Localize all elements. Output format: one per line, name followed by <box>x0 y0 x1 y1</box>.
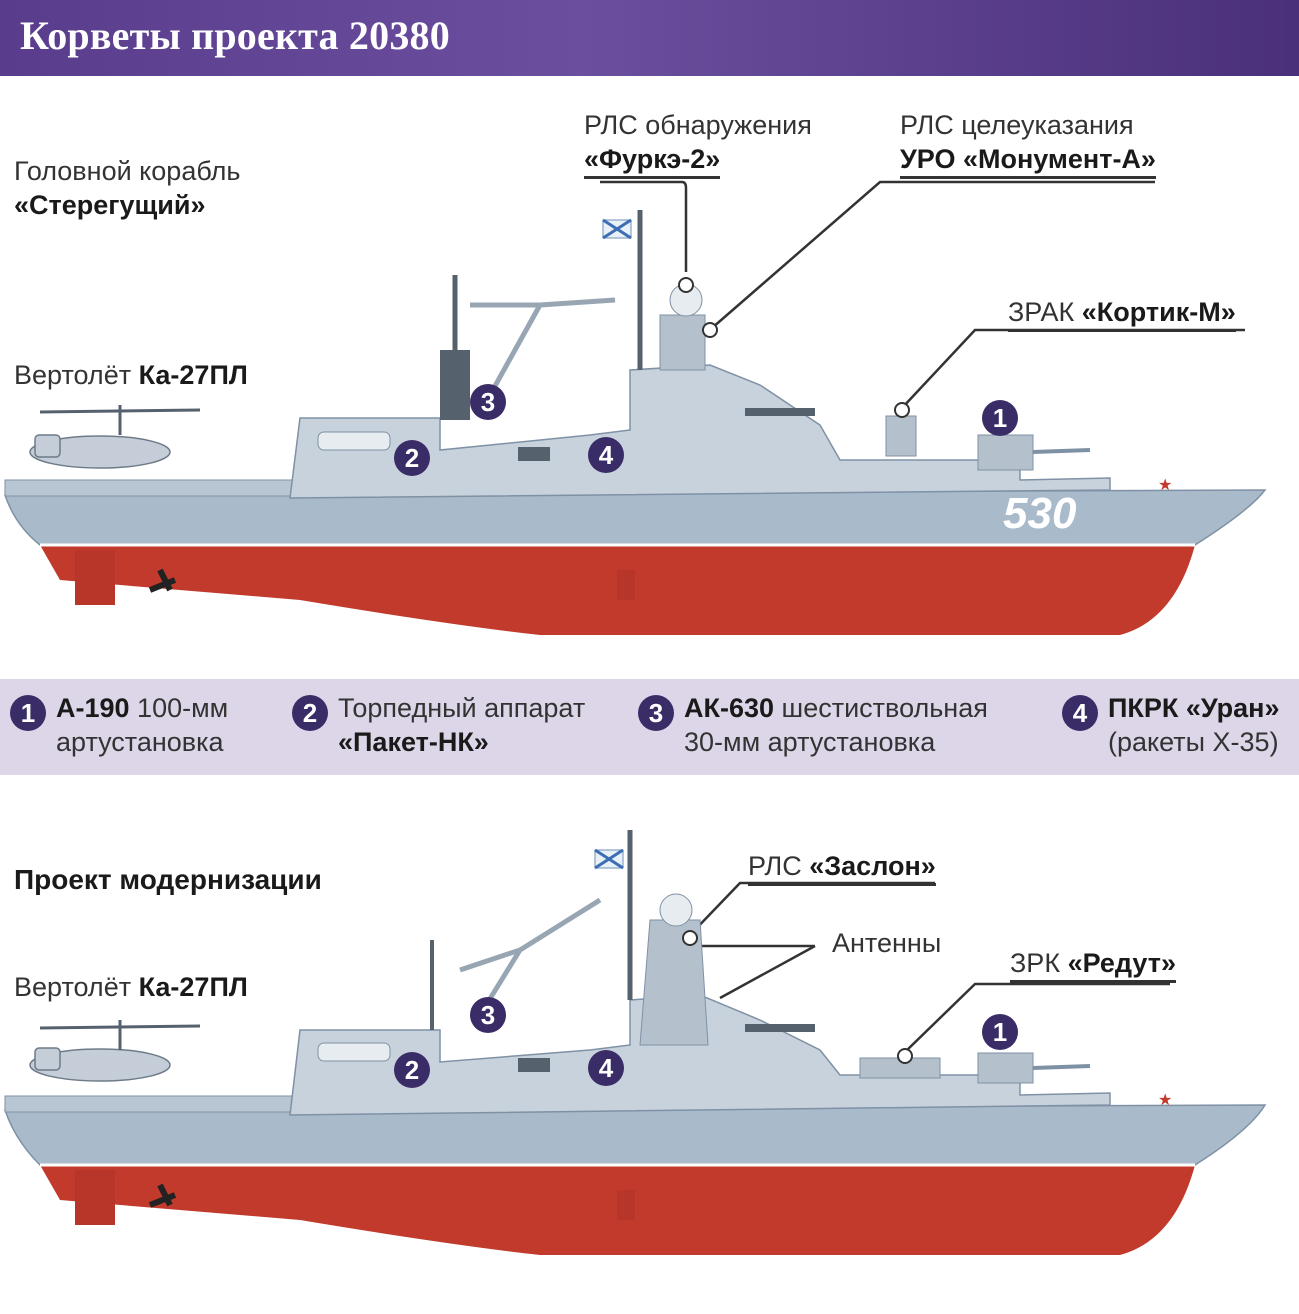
ship2-main-gun <box>977 1052 1034 1084</box>
ship1-ciws-name: «Кортик-М» <box>1081 297 1236 327</box>
legend-item-4: ПКРК «Уран» (ракеты Х-35) <box>1108 691 1280 759</box>
ship2-sam-name: «Редут» <box>1067 948 1176 978</box>
ship2-antennas-label: Антенны <box>832 928 942 958</box>
ship2-radar-prefix: РЛС <box>748 851 802 881</box>
ship2-marker-4-label: 4 <box>599 1053 614 1083</box>
legend-item-2: Торпедный аппарат «Пакет-НК» <box>338 691 585 759</box>
ship2-marker-4 <box>588 1050 624 1086</box>
ship2-illustration: ★ 1 2 3 4 <box>3 830 1267 1255</box>
ship2-marker-2 <box>394 1052 430 1088</box>
ship1-helicopter <box>29 405 201 469</box>
header-bar: Корветы проекта 20380 <box>0 0 1299 76</box>
ship2-marker-1-label: 1 <box>993 1017 1007 1047</box>
ship1-marker-4 <box>588 437 624 473</box>
ship1-ciws-prefix: ЗРАК <box>1008 297 1075 327</box>
legend-3-rest: шестиствольная <box>774 693 988 723</box>
ship2-helicopter-label: Вертолёт Ка-27ПЛ <box>14 970 248 1004</box>
ship2-radar-dome <box>659 893 693 927</box>
ship1-radar2-label: РЛС целеуказания УРО «Монумент-А» <box>900 108 1156 179</box>
ship1-ciws-label: ЗРАК «Кортик-М» <box>1008 295 1236 332</box>
ship1-main-mast <box>440 350 470 420</box>
ship2-helicopter-prefix: Вертолёт <box>14 972 132 1002</box>
ship2-marker-3-label: 3 <box>481 1000 495 1030</box>
svg-text:★: ★ <box>1158 1090 1172 1109</box>
svg-text:★: ★ <box>1158 475 1172 494</box>
legend-bar: 1 А-190 100-мм артустановка 2 Торпедный … <box>0 679 1299 775</box>
ship1-helicopter-label: Вертолёт Ка-27ПЛ <box>14 358 248 392</box>
legend-3-bold: АК-630 <box>684 693 775 723</box>
ship1-title: Головной корабль «Стерегущий» <box>14 154 240 222</box>
ship2-radar-tower <box>639 919 709 1046</box>
ship1-marker-1-label: 1 <box>993 403 1007 433</box>
ship2-sam-callout-line <box>904 982 1170 1053</box>
ship2-sam-label: ЗРК «Редут» <box>1010 946 1176 983</box>
ship2-helicopter-name: Ка-27ПЛ <box>138 972 248 1002</box>
ship1-marker-3-label: 3 <box>481 387 495 417</box>
ship1-ciws-callout-line <box>901 328 1245 409</box>
ship1-illustration: 530 ★ 1 2 3 4 <box>3 180 1267 635</box>
legend-1-bold: А-190 <box>56 693 130 723</box>
ship1-marker-4-label: 4 <box>599 440 614 470</box>
ship1-marker-2-label: 2 <box>405 443 419 473</box>
ship1-radar1-line1: РЛС обнаружения <box>584 110 812 140</box>
ship2-sam-prefix: ЗРК <box>1010 948 1061 978</box>
legend-marker-4: 4 <box>1062 695 1098 731</box>
ship2-radar-name: «Заслон» <box>809 851 936 881</box>
legend-2-line2: «Пакет-НК» <box>338 727 489 757</box>
ship1-main-gun <box>977 434 1034 471</box>
legend-item-3: АК-630 шестиствольная 30-мм артустановка <box>684 691 988 759</box>
ship1-helicopter-name: Ка-27ПЛ <box>138 360 248 390</box>
ship1-upper-hull <box>3 489 1267 546</box>
legend-3-line2: 30-мм артустановка <box>684 727 936 757</box>
ship2-marker-1 <box>982 1014 1018 1050</box>
legend-item-1: А-190 100-мм артустановка <box>56 691 228 759</box>
legend-marker-1: 1 <box>10 695 46 731</box>
ship1-marker-1 <box>982 400 1018 436</box>
ship1-radar2-line2: УРО «Монумент-А» <box>900 144 1156 179</box>
ship1-rudder <box>75 550 115 605</box>
legend-1-line2: артустановка <box>56 727 224 757</box>
legend-marker-2: 2 <box>292 695 328 731</box>
ship2-propeller <box>148 1183 177 1208</box>
ship2-antennas-callout-line <box>700 944 816 1000</box>
ship1-radar2-callout-line <box>711 180 1155 329</box>
ship2-marker-3 <box>470 997 506 1033</box>
ship1-radar2-line1: РЛС целеуказания <box>900 110 1134 140</box>
ship2-title: Проект модернизации <box>14 864 322 895</box>
ship1-boat <box>317 431 391 451</box>
ship1-propeller <box>148 568 177 593</box>
legend-4-bold: ПКРК «Уран» <box>1108 693 1280 723</box>
ship1-title-line1: Головной корабль <box>14 156 241 186</box>
legend-2-rest: Торпедный аппарат <box>338 693 586 723</box>
legend-1-rest: 100-мм <box>129 693 229 723</box>
ship1-radar1-line2: «Фуркэ-2» <box>584 144 721 179</box>
ship1-title-line2: «Стерегущий» <box>14 190 206 220</box>
ship1-ciws <box>885 415 917 457</box>
ship2-superstructure <box>289 994 1111 1116</box>
ship1-radar1-label: РЛС обнаружения «Фуркэ-2» <box>584 108 812 179</box>
ship1-marker-2 <box>394 440 430 476</box>
ship1-helicopter-prefix: Вертолёт <box>14 360 132 390</box>
legend-marker-3: 3 <box>638 695 674 731</box>
ship2-upper-hull <box>3 1104 1267 1166</box>
ship2-marker-2-label: 2 <box>405 1055 419 1085</box>
ship1-marker-3 <box>470 384 506 420</box>
ship2-radar-callout-line <box>689 881 935 936</box>
ship1-hull-number: 530 <box>1003 489 1077 538</box>
ship1-superstructure <box>289 364 1111 499</box>
legend-4-line2: (ракеты Х-35) <box>1108 727 1279 757</box>
ship2-rudder <box>75 1170 115 1225</box>
page-title: Корветы проекта 20380 <box>20 13 450 58</box>
ship2-helicopter <box>29 1020 201 1082</box>
ship2-radar-label: РЛС «Заслон» <box>748 849 936 886</box>
ship1-radar1-callout-line <box>600 180 688 272</box>
ship2-boat <box>317 1042 391 1062</box>
